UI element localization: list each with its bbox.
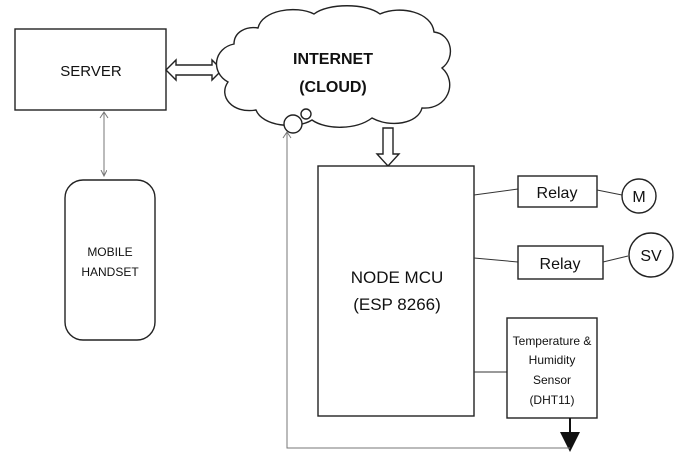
cloud-bubble-large <box>283 114 303 134</box>
sensor-label-line3: Sensor <box>533 373 571 387</box>
mobile-label-line1: MOBILE <box>87 245 132 259</box>
node-mcu-block: NODE MCU (ESP 8266) <box>317 165 475 417</box>
solenoid-valve-load: SV <box>628 232 674 278</box>
relay-2-label: Relay <box>540 256 581 273</box>
internet-label-line2: (CLOUD) <box>299 79 367 96</box>
mobile-handset: MOBILE HANDSET <box>64 179 156 341</box>
node-mcu-label-line2: (ESP 8266) <box>353 295 441 314</box>
cloud-to-node-arrow <box>375 127 401 168</box>
node-relay1-wire <box>473 188 519 196</box>
sensor-label-line4: (DHT11) <box>529 393 574 407</box>
server-cloud-double-arrow <box>165 58 223 82</box>
relay-1: Relay <box>517 175 598 208</box>
node-relay2-wire <box>473 257 519 263</box>
relay1-motor-wire <box>596 189 623 196</box>
relay-2: Relay <box>517 245 604 280</box>
motor-load: M <box>621 178 657 214</box>
node-mcu-label-line1: NODE MCU <box>351 268 444 287</box>
sensor-label-line1: Temperature & <box>513 334 592 348</box>
relay2-sv-wire <box>602 255 629 263</box>
mobile-label-line2: HANDSET <box>81 265 139 279</box>
relay-1-label: Relay <box>537 185 578 202</box>
sensor-label-line2: Humidity <box>529 353 576 367</box>
server-block: SERVER <box>14 28 167 111</box>
internet-cloud: INTERNET (CLOUD) <box>215 5 452 128</box>
sensor-feedback-path <box>286 132 570 449</box>
motor-label: M <box>632 189 645 206</box>
internet-label-line1: INTERNET <box>293 51 373 68</box>
cloud-bubble-small <box>300 108 312 120</box>
server-label: SERVER <box>60 63 122 80</box>
dht11-sensor-block: Temperature & Humidity Sensor (DHT11) <box>506 317 598 419</box>
solenoid-valve-label: SV <box>640 248 662 265</box>
